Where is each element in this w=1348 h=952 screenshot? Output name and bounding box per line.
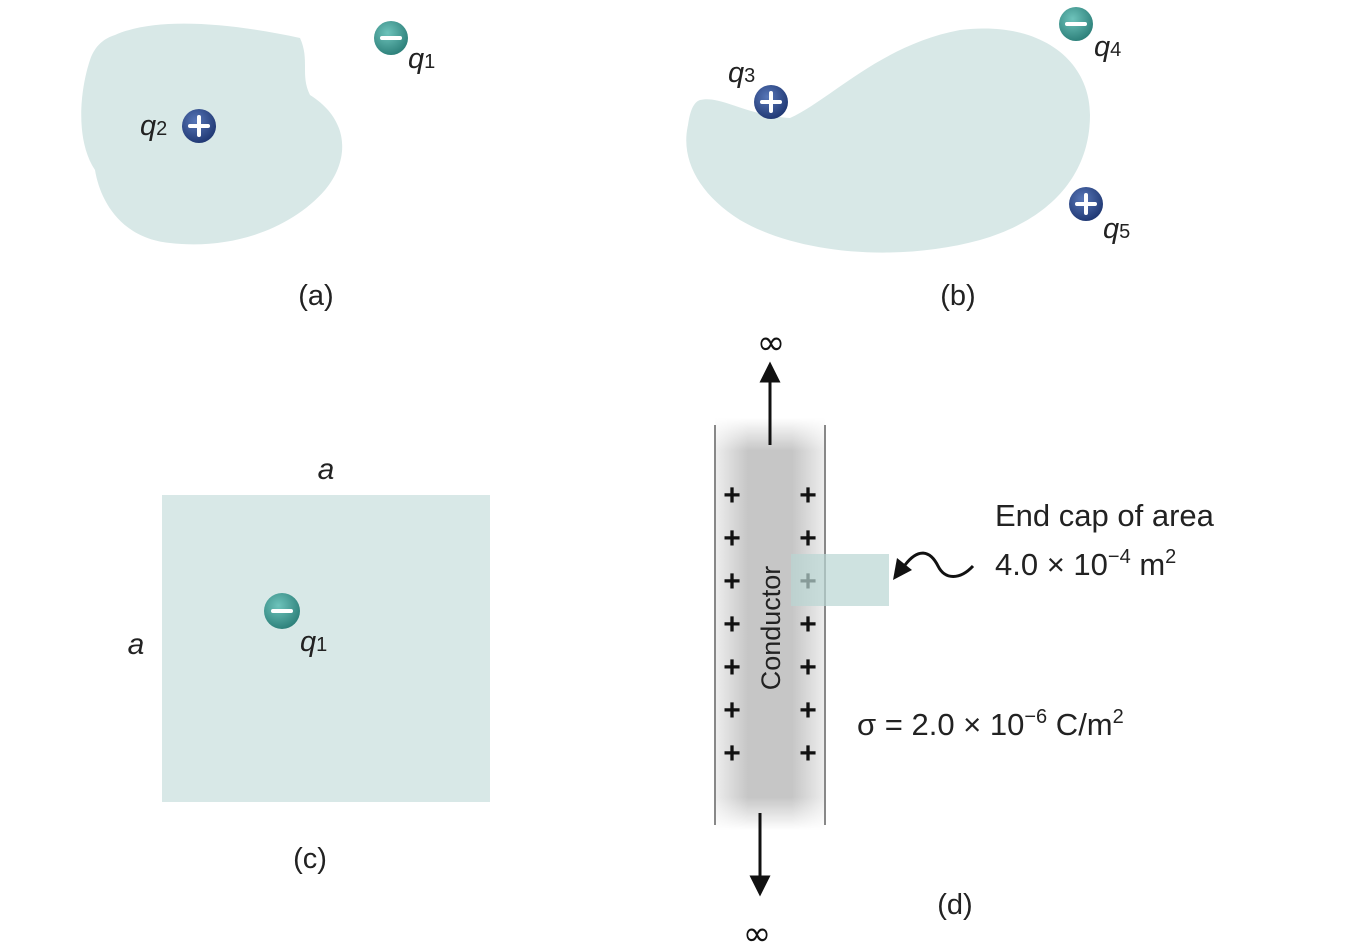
charge-q1-c: q1 <box>264 593 327 658</box>
caption-b: (b) <box>940 280 975 312</box>
charge-index: 5 <box>1119 221 1130 243</box>
plus-sign: + <box>723 479 741 512</box>
charge-letter: q <box>728 57 744 89</box>
conductor-label: Conductor <box>756 566 786 691</box>
squiggle-pointer <box>903 551 975 578</box>
charge-letter: q <box>1094 31 1110 63</box>
caption-a: (a) <box>298 280 333 312</box>
charge-letter: q <box>1103 213 1119 245</box>
plus-sign: + <box>723 608 741 641</box>
plus-sign: + <box>799 479 817 512</box>
charge-letter: q <box>140 110 156 142</box>
plus-sign: + <box>799 651 817 684</box>
sigma-exponent: −6 <box>1024 706 1047 728</box>
svg-text:q2: q2 <box>140 110 167 142</box>
end-cap-exponent: −4 <box>1108 546 1131 568</box>
surface-charges-left: + + + + + + + <box>723 479 741 770</box>
plus-sign: + <box>723 522 741 555</box>
panel-c: a a q1 (c) <box>128 453 490 875</box>
sigma-mantissa: σ = 2.0 × 10 <box>857 707 1024 742</box>
end-cap-mantissa: 4.0 × 10 <box>995 547 1108 582</box>
charge-q3: q3 <box>728 57 788 119</box>
plus-sign: + <box>799 737 817 770</box>
charge-index: 1 <box>316 634 327 656</box>
charge-q2: q2 <box>140 109 216 143</box>
gaussian-surface-b <box>686 28 1090 253</box>
plus-sign: + <box>799 522 817 555</box>
charge-index: 4 <box>1110 39 1121 61</box>
plus-sign: + <box>799 694 817 727</box>
end-cap-unit-exp: 2 <box>1165 546 1176 568</box>
panel-d: + + + + + + + + + + + + + + Conductor ∞ … <box>714 323 1215 952</box>
end-cap-line1: End cap of area <box>995 498 1215 533</box>
side-label-left: a <box>128 628 145 661</box>
panel-a: q2 q1 (a) <box>81 21 435 312</box>
svg-text:q1: q1 <box>300 626 327 658</box>
charge-q1-a: q1 <box>374 21 435 75</box>
panel-b: q3 q4 q5 (b) <box>686 7 1130 312</box>
caption-d: (d) <box>937 889 972 921</box>
charge-q5: q5 <box>1069 187 1130 245</box>
svg-text:q3: q3 <box>728 57 755 89</box>
infinity-bottom: ∞ <box>743 914 771 952</box>
charge-index: 2 <box>156 118 167 140</box>
side-label-top: a <box>318 453 335 486</box>
charge-letter: q <box>408 43 424 75</box>
charge-q4: q4 <box>1059 7 1121 63</box>
plus-sign: + <box>723 737 741 770</box>
end-cap-line2: 4.0 × 10−4 m2 <box>995 546 1176 582</box>
charge-index: 1 <box>424 51 435 73</box>
charge-index: 3 <box>744 65 755 87</box>
gaussian-square-c <box>162 495 490 802</box>
svg-text:q1: q1 <box>408 43 435 75</box>
sigma-unit: C/m <box>1047 707 1112 742</box>
plus-sign: + <box>799 608 817 641</box>
svg-text:q5: q5 <box>1103 213 1130 245</box>
end-cap-box <box>791 554 889 606</box>
charge-letter: q <box>300 626 316 658</box>
caption-c: (c) <box>293 843 327 875</box>
infinity-top: ∞ <box>757 323 785 363</box>
sigma-label: σ = 2.0 × 10−6 C/m2 <box>857 706 1124 742</box>
end-cap-unit: m <box>1131 547 1165 582</box>
surface-charges-right: + + + + + + + <box>799 479 817 770</box>
sigma-unit-exp: 2 <box>1113 706 1124 728</box>
plus-sign: + <box>723 565 741 598</box>
plus-sign: + <box>723 694 741 727</box>
svg-text:q4: q4 <box>1094 31 1121 63</box>
plus-sign: + <box>723 651 741 684</box>
